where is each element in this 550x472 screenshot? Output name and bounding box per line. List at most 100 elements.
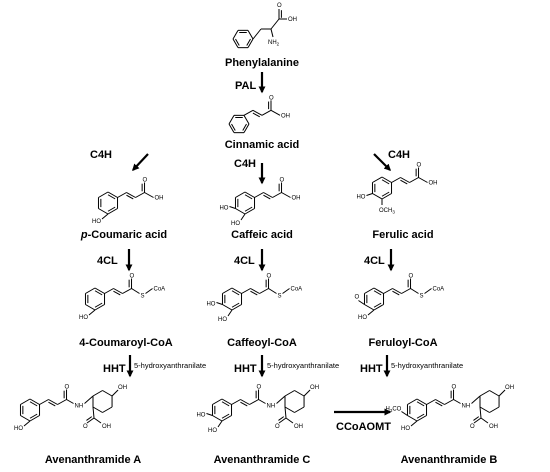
enzyme-hht-left: HHT <box>103 363 126 375</box>
name-p-coumaric-acid: p-Coumaric acid <box>80 229 167 241</box>
bond <box>122 288 132 294</box>
bond <box>294 406 305 413</box>
bond <box>221 401 230 407</box>
bond <box>473 416 480 421</box>
oxygen-label: O <box>269 95 274 101</box>
bond <box>373 302 382 308</box>
bond <box>231 302 240 308</box>
bond <box>263 194 271 200</box>
bond <box>107 191 118 198</box>
hydroxyl-label: HO <box>219 206 228 212</box>
enzyme-4cl-right: 4CL <box>364 255 385 267</box>
bond <box>29 415 40 422</box>
bond <box>216 302 223 305</box>
bond <box>270 28 274 38</box>
sulfur-label: S <box>420 294 424 300</box>
structure-cinnamic-acid: OHO <box>228 95 290 134</box>
bond <box>250 290 258 296</box>
enzyme-c4h-left: C4H <box>90 149 112 161</box>
bond <box>48 401 56 407</box>
reaction-arrows <box>125 72 395 416</box>
hydroxyl-label: HO <box>356 195 365 201</box>
bond <box>126 192 136 198</box>
bond <box>135 192 145 198</box>
bond <box>418 177 428 183</box>
bond <box>84 395 94 404</box>
bond <box>243 123 250 133</box>
hydroxyl-label: HO <box>206 302 215 308</box>
bond <box>263 192 273 198</box>
hydroxyl-label: HO <box>358 315 367 321</box>
bond <box>435 401 443 407</box>
hydroxyl-label: HO <box>79 315 88 321</box>
bond <box>231 290 240 296</box>
bond <box>252 112 260 118</box>
name-avenanthramide-b: Avenanthramide B <box>401 454 498 466</box>
hydroxyl-label: OH <box>489 424 498 430</box>
bond <box>206 413 213 416</box>
bond <box>373 304 384 311</box>
bond <box>246 38 251 46</box>
hydroxyl-label: OH <box>294 424 303 430</box>
bond <box>240 399 250 405</box>
cosubstrate-mid: 5-hydroxyanthranilate <box>267 361 339 370</box>
methoxy-label: OCH3 <box>379 208 395 215</box>
bond <box>270 109 281 116</box>
bond <box>20 398 31 405</box>
bond <box>231 304 242 311</box>
bond <box>281 192 291 198</box>
bond <box>126 194 134 200</box>
bond <box>243 115 250 125</box>
bond <box>235 208 246 215</box>
bond <box>117 192 127 198</box>
bond <box>29 398 40 405</box>
bond <box>92 406 103 413</box>
bond <box>235 38 240 46</box>
oxygen-label: O <box>65 385 70 391</box>
enzyme-hht-right: HHT <box>360 363 383 375</box>
oxygen-label: O <box>83 424 88 430</box>
bond <box>221 415 232 422</box>
amide-label: NH <box>75 404 84 410</box>
amide-label: NH <box>462 404 471 410</box>
bond <box>212 415 223 422</box>
hydroxyl-label: OH <box>288 17 297 23</box>
bond <box>113 290 121 296</box>
bond <box>92 406 95 419</box>
bond <box>480 417 489 424</box>
sulfur-label: S <box>141 294 145 300</box>
hydroxyl-label: OH <box>429 181 438 187</box>
bond <box>489 406 500 413</box>
bond <box>372 193 383 200</box>
bond <box>383 288 393 294</box>
bond <box>232 38 239 48</box>
bond <box>231 399 241 405</box>
bond <box>407 415 418 422</box>
bond <box>278 416 285 421</box>
bond <box>244 194 253 200</box>
bond <box>410 420 418 427</box>
bond <box>489 390 500 397</box>
bond <box>381 191 390 197</box>
bond <box>247 30 254 40</box>
bond <box>358 300 365 305</box>
hydroxyl-label: HO <box>196 413 205 419</box>
hydroxyl-label: OH <box>505 385 514 391</box>
bond <box>66 399 74 404</box>
bond <box>364 304 375 311</box>
cosubstrate-left: 5-hydroxyanthranilate <box>134 361 206 370</box>
bond <box>364 287 375 294</box>
hydroxyl-label: HO <box>208 428 217 434</box>
bond <box>284 406 295 413</box>
bond <box>86 417 95 424</box>
bond <box>276 395 286 404</box>
bond <box>252 109 263 116</box>
oxygen-label: O <box>130 274 135 280</box>
methoxy-label: O <box>354 295 359 301</box>
bond <box>240 401 248 407</box>
bond <box>107 208 118 215</box>
